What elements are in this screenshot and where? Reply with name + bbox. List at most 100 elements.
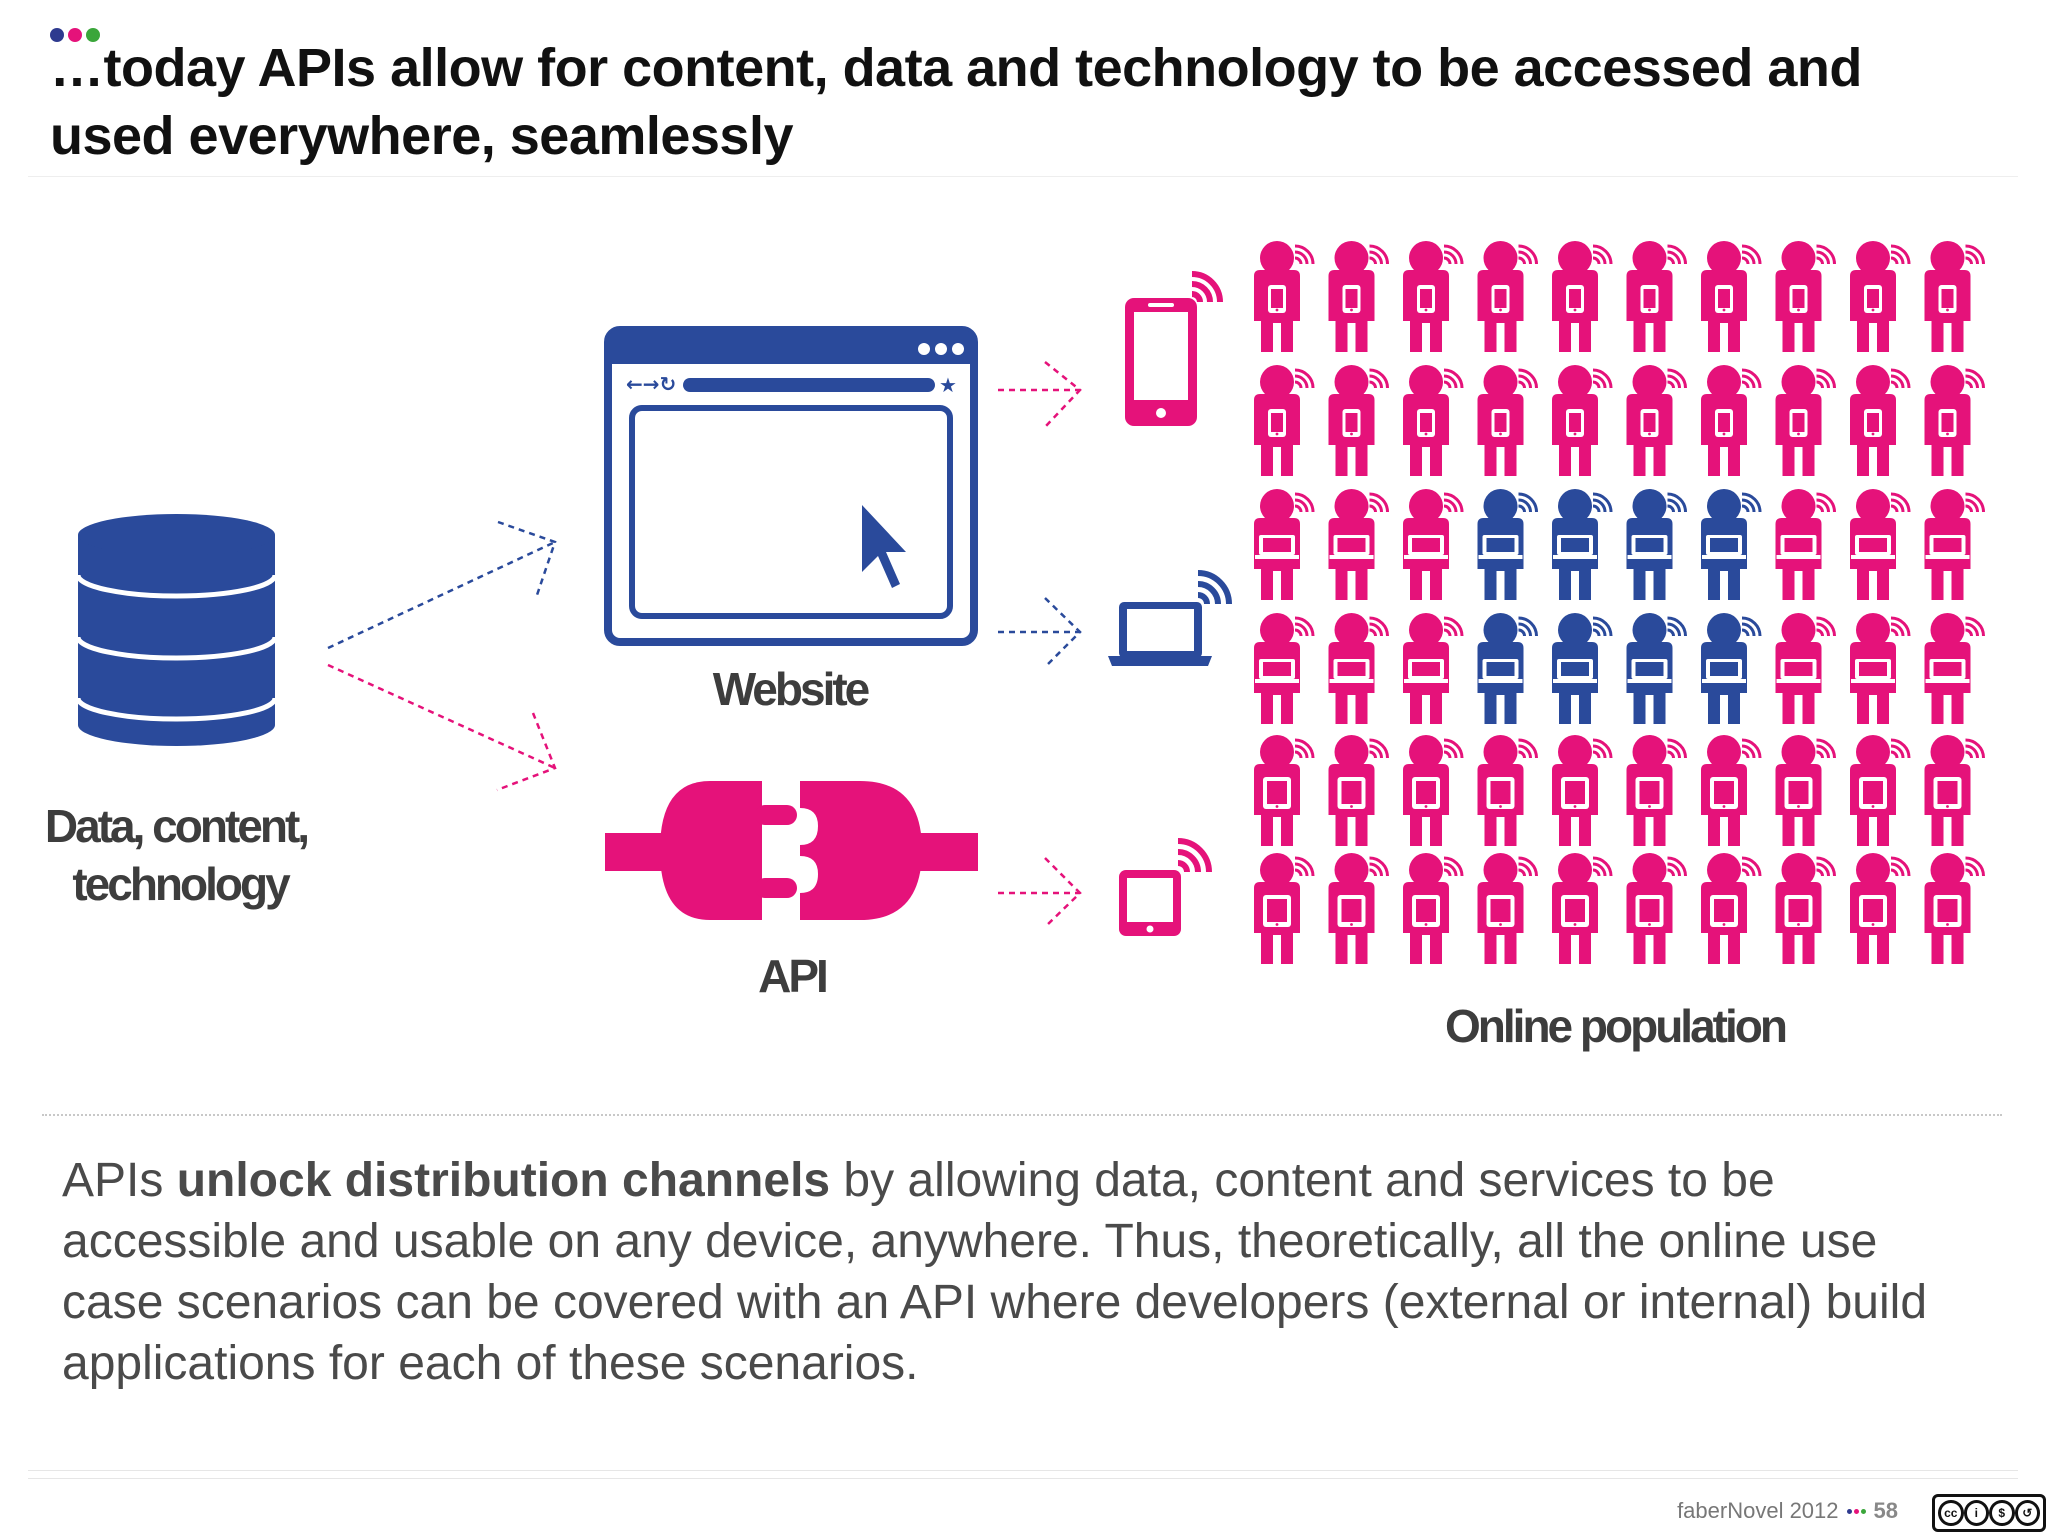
person-icon	[1328, 613, 1389, 724]
arrow-to-laptop	[998, 597, 1082, 668]
person-icon	[1552, 489, 1613, 600]
wifi-icon	[1889, 244, 1911, 266]
person-icon	[1775, 365, 1836, 476]
footer-dots	[1846, 1508, 1866, 1514]
population-grid	[1254, 241, 1985, 964]
tablet-small-icon	[1933, 777, 1962, 809]
smartphone-small-icon	[1417, 409, 1435, 437]
arrow-to-tablet	[998, 857, 1082, 928]
tablet-small-icon	[1710, 777, 1738, 809]
tablet-small-icon	[1635, 777, 1664, 809]
person-icon	[1552, 853, 1613, 964]
section-divider	[42, 1114, 2002, 1116]
person-icon	[1328, 735, 1389, 846]
wifi-icon	[1964, 856, 1985, 878]
laptop-small-icon	[1776, 659, 1821, 683]
laptop-icon	[1108, 570, 1232, 666]
tablet-small-icon	[1561, 895, 1589, 927]
wifi-icon	[1889, 492, 1911, 514]
wifi-icon	[1368, 856, 1389, 878]
wifi-icon	[1815, 244, 1836, 266]
person-icon	[1850, 853, 1911, 964]
tablet-small-icon	[1412, 895, 1440, 927]
person-icon	[1626, 735, 1687, 846]
person-icon	[1254, 489, 1315, 600]
person-icon	[1626, 241, 1687, 352]
smartphone-small-icon	[1268, 409, 1286, 437]
laptop-small-icon	[1255, 659, 1299, 683]
footer-text: faberNovel 2012	[1677, 1498, 1839, 1523]
person-icon	[1403, 735, 1464, 846]
person-icon	[1701, 489, 1762, 600]
wifi-icon	[1740, 616, 1762, 638]
wifi-icon	[1293, 616, 1315, 638]
arrow-to-website	[327, 520, 557, 650]
source-label-line2: technology	[72, 858, 291, 910]
smartphone-small-icon	[1715, 409, 1733, 437]
person-icon	[1850, 365, 1911, 476]
wifi-icon	[1442, 368, 1464, 390]
wifi-icon	[1368, 368, 1389, 390]
tablet-small-icon	[1859, 895, 1887, 927]
smartphone-small-icon	[1864, 285, 1882, 313]
wifi-icon	[1666, 244, 1687, 266]
laptop-small-icon	[1478, 535, 1523, 559]
brand-dot-blue	[50, 28, 64, 42]
wifi-icon	[1442, 738, 1464, 760]
wifi-icon	[1368, 492, 1389, 514]
smartphone-small-icon	[1789, 409, 1808, 437]
person-icon	[1403, 613, 1464, 724]
person-icon	[1850, 489, 1911, 600]
wifi-icon	[1293, 244, 1315, 266]
cc-by-icon: i	[1963, 1500, 1989, 1526]
wifi-icon	[1666, 738, 1687, 760]
cursor-icon	[862, 505, 906, 588]
person-icon	[1477, 365, 1538, 476]
tablet-small-icon	[1710, 895, 1738, 927]
tablet-small-icon	[1337, 777, 1366, 809]
person-icon	[1775, 241, 1836, 352]
wifi-icon	[1591, 492, 1613, 514]
page-number: 58	[1873, 1498, 1898, 1523]
cc-license-badge: cc i $ ↺	[1932, 1494, 2046, 1532]
wifi-icon	[1442, 492, 1464, 514]
laptop-small-icon	[1404, 535, 1448, 559]
laptop-small-icon	[1925, 535, 1970, 559]
person-icon	[1403, 241, 1464, 352]
footer-rule-2	[28, 1478, 2018, 1479]
person-icon	[1477, 489, 1538, 600]
person-icon	[1850, 613, 1911, 724]
slide-title: …today APIs allow for content, data and …	[50, 38, 1862, 166]
person-icon	[1701, 365, 1762, 476]
wifi-icon	[1815, 368, 1836, 390]
smartphone-small-icon	[1491, 409, 1510, 437]
wifi-icon	[1442, 244, 1464, 266]
person-icon	[1328, 365, 1389, 476]
person-icon	[1403, 489, 1464, 600]
laptop-small-icon	[1255, 535, 1299, 559]
body-rest: by allowing data, content and services t…	[62, 1154, 1928, 1390]
tablet-small-icon	[1784, 777, 1813, 809]
person-icon	[1924, 853, 1985, 964]
wifi-icon	[1889, 616, 1911, 638]
person-icon	[1254, 613, 1315, 724]
wifi-icon	[1517, 616, 1538, 638]
laptop-small-icon	[1404, 659, 1448, 683]
person-icon	[1924, 735, 1985, 846]
cc-nc-icon: $	[1989, 1500, 2015, 1526]
laptop-small-icon	[1627, 659, 1672, 683]
tablet-small-icon	[1561, 777, 1589, 809]
laptop-small-icon	[1553, 659, 1597, 683]
website-label: Website	[713, 663, 870, 715]
laptop-small-icon	[1776, 535, 1821, 559]
tablet-small-icon	[1859, 777, 1887, 809]
wifi-icon	[1442, 616, 1464, 638]
wifi-icon	[1964, 368, 1985, 390]
wifi-icon	[1815, 856, 1836, 878]
wifi-icon	[1740, 738, 1762, 760]
smartphone-small-icon	[1938, 409, 1957, 437]
wifi-icon	[1293, 368, 1315, 390]
wifi-icon	[1740, 856, 1762, 878]
tablet-small-icon	[1263, 895, 1291, 927]
smartphone-small-icon	[1342, 285, 1361, 313]
